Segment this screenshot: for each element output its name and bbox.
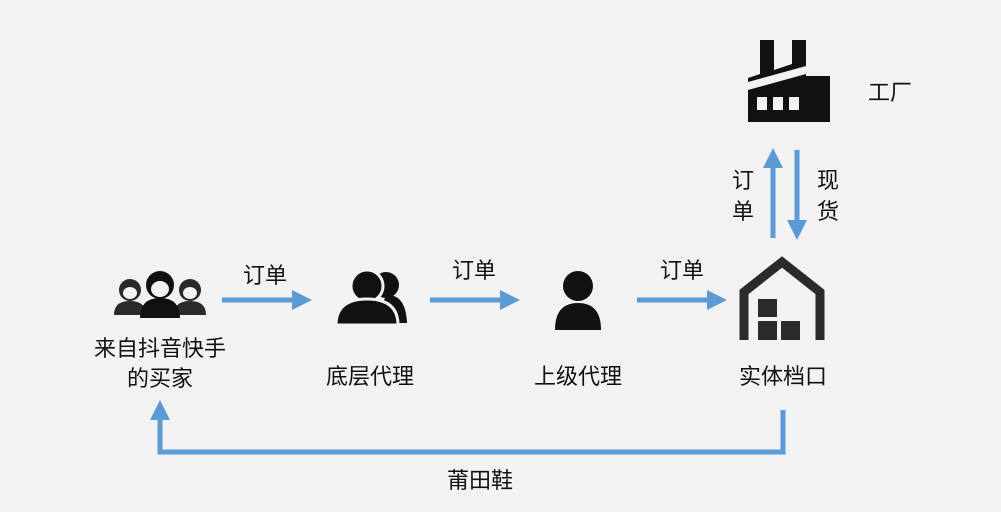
edge-label-char: 订 xyxy=(731,169,754,194)
low-agent-label: 底层代理 xyxy=(325,365,415,390)
edge-label-order-2: 订单 xyxy=(451,259,497,284)
edge-label-order-vertical: 订 单 xyxy=(730,166,756,228)
store-label: 实体档口 xyxy=(738,365,828,390)
edge-label-order-1: 订单 xyxy=(242,264,288,289)
edge-label-putian-shoes: 莆田鞋 xyxy=(446,469,514,494)
warehouse-icon xyxy=(739,256,825,340)
edge-label-char: 单 xyxy=(731,200,754,225)
buyers-label-line2: 的买家 xyxy=(126,367,194,392)
user-icon xyxy=(555,271,601,330)
factory-label: 工厂 xyxy=(867,81,913,106)
buyers-label-line1: 来自抖音快手 xyxy=(93,337,227,362)
upper-agent-label: 上级代理 xyxy=(533,365,623,390)
edge-label-char: 货 xyxy=(816,200,839,225)
factory-icon xyxy=(748,40,830,122)
edge-label-goods-vertical: 现 货 xyxy=(815,166,841,228)
edge-label-char: 现 xyxy=(816,169,839,194)
group-users-icon xyxy=(114,271,206,318)
edge-label-order-3: 订单 xyxy=(659,259,705,284)
two-users-icon xyxy=(334,268,407,327)
arrow-store-to-buyers xyxy=(150,400,786,455)
